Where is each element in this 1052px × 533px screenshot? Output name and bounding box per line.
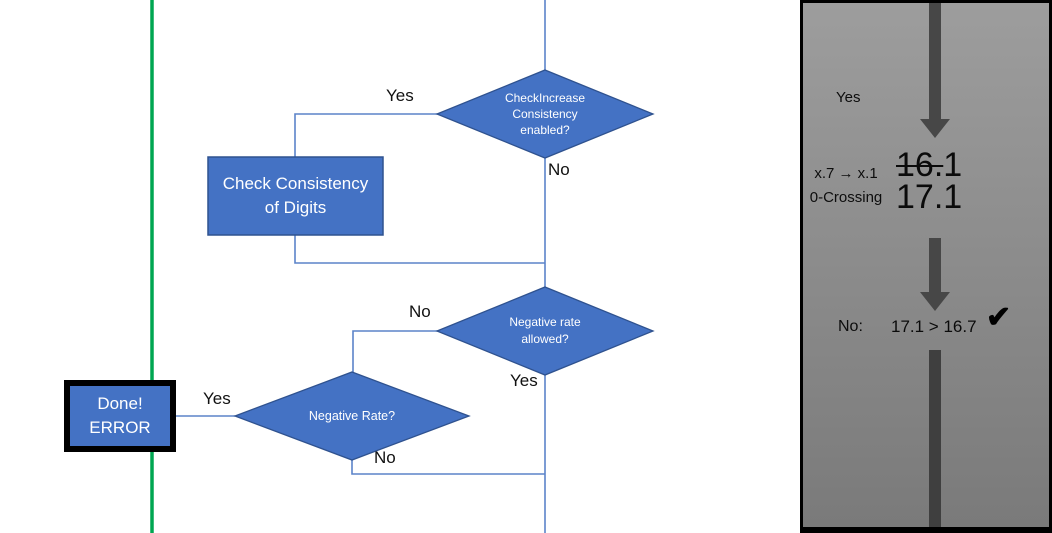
branch-label-yes-mid: Yes <box>510 371 538 390</box>
panel-result-prefix: No: <box>838 318 863 335</box>
branch-label-no-bottom: No <box>374 448 396 467</box>
panel-background <box>803 3 1049 527</box>
diamond-text-line: CheckIncrease <box>504 91 586 105</box>
panel-result-comparison: 17.1 > 16.7 <box>891 317 977 336</box>
done-text-line: ERROR <box>89 418 151 437</box>
negative-rate-allowed-diamond-shape <box>435 286 655 376</box>
branch-label-yes-done: Yes <box>203 389 231 408</box>
panel-note: x.7 → x.1 0-Crossing <box>799 162 893 210</box>
check-consistency-rect-shape <box>207 156 384 236</box>
diamond-text-line: Consistency <box>512 107 578 121</box>
done-text-line: Done! <box>97 394 143 413</box>
branch-label-yes-top: Yes <box>386 86 414 105</box>
down-arrow-1-icon <box>920 3 950 138</box>
panel-note-line1: x.7 → x.1 <box>814 165 878 182</box>
panel-old-value: 16.1 <box>896 146 963 184</box>
panel-old-value-rest: 1 <box>943 146 963 184</box>
panel-new-value: 17.1 <box>896 178 963 216</box>
branch-label-no-mid: No <box>409 302 431 321</box>
down-arrow-2-icon <box>920 238 950 311</box>
done-error-box: Done! ERROR <box>64 380 176 452</box>
diamond-text-line: Negative rate <box>509 315 581 329</box>
branch-label-no-top: No <box>548 160 570 179</box>
diamond-text-line: allowed? <box>521 332 569 346</box>
diamond-text-line: enabled? <box>520 123 570 137</box>
negative-rate-allowed-diamond: Negative rate allowed? <box>437 287 653 375</box>
panel-old-value-struck: 16. <box>896 146 944 184</box>
check-consistency-rect: Check Consistency of Digits <box>208 157 383 235</box>
rect-text-line: of Digits <box>264 198 327 217</box>
done-error-box-shape <box>64 380 176 452</box>
diamond-text-line: Negative Rate? <box>308 409 396 423</box>
down-arrow-3-shaft <box>929 350 941 527</box>
panel-values: 16.1 17.1 <box>896 146 963 216</box>
check-icon: ✔ <box>986 301 1012 334</box>
negative-rate-diamond-shape <box>233 371 471 461</box>
rect-text-line: Check Consistency <box>222 174 369 193</box>
check-increase-diamond: CheckIncrease Consistency enabled? <box>437 70 653 158</box>
panel-yes-label: Yes <box>836 89 861 106</box>
panel-note-line2: 0-Crossing <box>809 189 883 206</box>
check-increase-diamond-shape <box>435 69 655 159</box>
negative-rate-diamond: Negative Rate? <box>235 372 469 460</box>
connector-lines <box>176 0 546 533</box>
